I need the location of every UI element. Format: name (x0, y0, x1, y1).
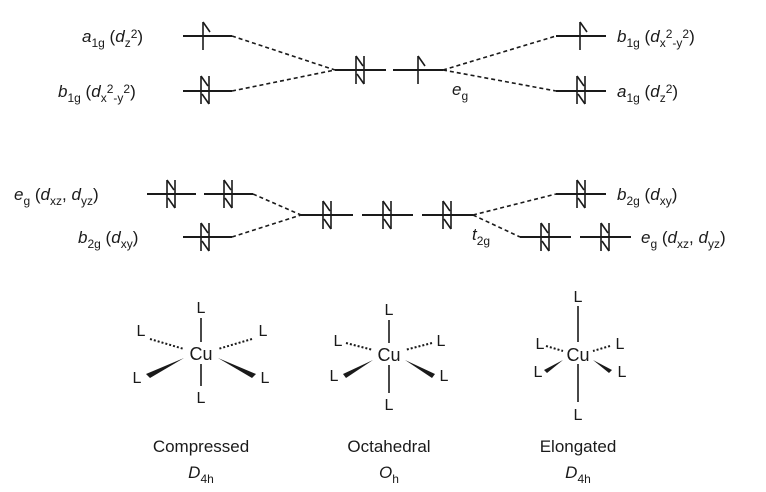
electron-up (202, 21, 211, 50)
electron-down (201, 223, 210, 252)
electron-up (223, 179, 232, 208)
electron-up (417, 55, 426, 84)
structure-octahedral: L L L L L L Cu (330, 302, 449, 414)
electron-down (323, 201, 332, 230)
ligand-label: L (616, 336, 625, 353)
ligand-label: L (261, 370, 270, 387)
ligand-label: L (574, 289, 583, 306)
electron-down (601, 223, 610, 252)
connector (442, 35, 557, 71)
label-right-b2g: b2g (dxy) (617, 185, 677, 208)
electron-down (541, 223, 550, 252)
metal-label: Cu (566, 345, 589, 365)
ligand-label: L (385, 397, 394, 414)
electron-down (577, 76, 586, 105)
label-center-t2g: t2g (472, 225, 490, 248)
ligand-label: L (334, 333, 343, 350)
label-right-a1g: a1g (dz2) (617, 82, 678, 105)
label-left-b2g: b2g (dxy) (78, 228, 138, 251)
electron-down (443, 201, 452, 230)
electron-up (355, 55, 364, 84)
electron-down (356, 56, 365, 85)
connector (231, 35, 336, 71)
caption-octahedral-symmetry: Oh (379, 463, 399, 486)
electron-up (166, 179, 175, 208)
connector (231, 69, 336, 92)
label-center-eg: eg (452, 80, 468, 103)
label-left-a1g: a1g (dz2) (82, 27, 143, 50)
electron-up (576, 179, 585, 208)
label-right-eg: eg (dxz, dyz) (641, 228, 726, 251)
ligand-label: L (618, 364, 627, 381)
electron-up (322, 200, 331, 229)
ligand-label: L (440, 368, 449, 385)
label-left-eg: eg (dxz, dyz) (14, 185, 99, 208)
electron-up (200, 222, 209, 251)
ligand-label: L (574, 407, 583, 424)
label-left-b1g: b1g (dx2-y2) (58, 82, 136, 105)
electron-up (442, 200, 451, 229)
ligand-label: L (437, 333, 446, 350)
connector (231, 214, 302, 238)
electron-down (167, 180, 176, 209)
electron-down (224, 180, 233, 209)
electron-up (200, 75, 209, 104)
caption-octahedral: Octahedral (347, 437, 430, 456)
ligand-label: L (197, 300, 206, 317)
ligand-label: L (385, 302, 394, 319)
metal-label: Cu (189, 344, 212, 364)
structure-compressed: L L L L L L Cu (133, 300, 270, 407)
electron-up (540, 222, 549, 251)
electron-up (579, 21, 588, 50)
metal-label: Cu (377, 345, 400, 365)
ligand-label: L (133, 370, 142, 387)
ligand-label: L (534, 364, 543, 381)
electron-down (201, 76, 210, 105)
connector (252, 193, 302, 216)
connector (442, 69, 557, 92)
electron-up (600, 222, 609, 251)
ligand-label: L (137, 323, 146, 340)
connector (472, 193, 557, 216)
electron-up (576, 75, 585, 104)
connector (472, 214, 521, 238)
ligand-label: L (259, 323, 268, 340)
electron-down (577, 180, 586, 209)
caption-elongated-symmetry: D4h (565, 463, 591, 486)
ligand-label: L (330, 368, 339, 385)
ligand-label: L (197, 390, 206, 407)
electron-down (383, 201, 392, 230)
caption-compressed-symmetry: D4h (188, 463, 214, 486)
structure-elongated: L L L L L L Cu (534, 289, 627, 424)
ligand-label: L (536, 336, 545, 353)
electron-up (382, 200, 391, 229)
caption-compressed: Compressed (153, 437, 249, 456)
caption-elongated: Elongated (540, 437, 617, 456)
label-right-b1g: b1g (dx2-y2) (617, 27, 695, 50)
